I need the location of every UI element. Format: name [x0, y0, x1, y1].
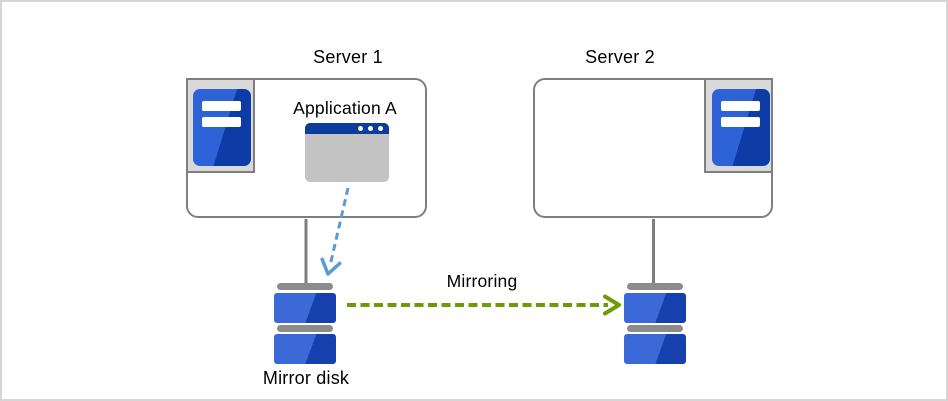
- disk-cap: [277, 283, 333, 290]
- application-label: Application A: [293, 98, 397, 118]
- server-tower-icon: [712, 89, 770, 166]
- disk-stack-icon: [624, 283, 686, 364]
- server1-icon-panel: [186, 78, 255, 173]
- server-tower-icon: [193, 89, 251, 166]
- server-slot-bar: [202, 101, 241, 111]
- app-window-icon: [305, 123, 389, 182]
- server1-title: Server 1: [313, 47, 383, 67]
- server-slot-bar: [721, 101, 760, 111]
- disk-cap: [277, 324, 333, 332]
- blue-arrowhead: [320, 257, 342, 276]
- server2-title: Server 2: [585, 47, 655, 67]
- disk-platter: [624, 292, 686, 323]
- disk-cap: [627, 283, 683, 290]
- server-slot-bar: [202, 117, 241, 127]
- app-window-titlebar: [305, 123, 389, 134]
- disk-platter: [274, 292, 336, 323]
- disk-cap: [627, 324, 683, 332]
- app-window-dots-icon: [358, 126, 383, 131]
- disk-stack-icon: [274, 283, 336, 364]
- disk-platter: [274, 334, 336, 364]
- disk-platter: [624, 334, 686, 364]
- mirroring-label: Mirroring: [446, 271, 518, 291]
- mirror-disk-label: Mirror disk: [262, 368, 350, 388]
- server-slot-bar: [721, 117, 760, 127]
- server2-icon-panel: [704, 78, 773, 173]
- green-arrowhead: [603, 294, 621, 316]
